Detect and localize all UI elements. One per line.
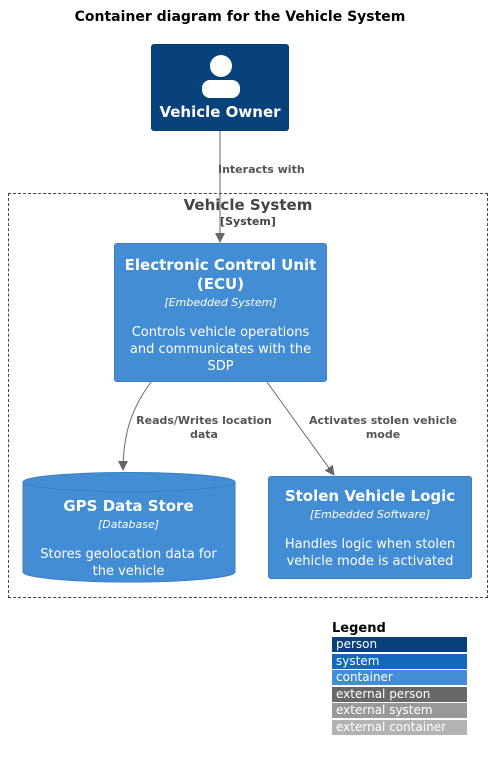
edge-label-activates-line1: Activates stolen vehicle [309,414,457,427]
gps-data-store-text: GPS Data Store [Database] Stores geoloca… [23,497,234,580]
legend-item-external-person: external person [332,686,467,702]
gps-title: GPS Data Store [63,497,194,515]
edge-ecu-to-stolen [266,381,335,476]
edge-label-reads-line2: data [190,428,218,441]
legend-title: Legend [332,621,386,636]
legend-item-external-container: external container [332,719,467,735]
person-icon [202,55,240,98]
legend-item-external-system: external system [332,703,467,718]
edge-label-reads-line1: Reads/Writes location [136,414,272,427]
boundary-name: Vehicle System [183,196,313,214]
person-name: Vehicle Owner [159,103,281,121]
stolen-type: [Embedded Software] [309,508,431,521]
gps-desc-line2: the vehicle [92,564,165,579]
container-stolen-vehicle-logic: Stolen Vehicle Logic [Embedded Software]… [268,476,472,579]
legend-item-container: container [332,670,467,685]
ecu-title-line1: Electronic Control Unit [124,256,317,274]
system-boundary [8,193,488,598]
stolen-desc-line2: vehicle mode is activated [286,554,454,569]
ecu-desc-line3: SDP [207,359,234,374]
container-gps-data-store [22,472,236,583]
legend-item-person: person [332,637,467,652]
person-vehicle-owner: Vehicle Owner [151,44,289,131]
legend-items: person system container external person … [332,637,467,735]
legend: Legend person system container external … [332,621,467,736]
ecu-desc-line1: Controls vehicle operations [131,325,310,340]
ecu-title-line2: (ECU) [196,275,245,293]
gps-type: [Database] [97,518,160,531]
edge-ecu-to-gps [118,381,152,471]
ecu-desc-line2: and communicates with the [129,342,312,357]
edge-label-interacts: Interacts with [218,163,305,176]
diagram-title: Container diagram for the Vehicle System [74,9,406,25]
boundary-type: [System] [220,215,276,228]
container-ecu: Electronic Control Unit (ECU) [Embedded … [114,243,327,382]
edge-label-reads: Reads/Writes location data [133,414,275,442]
stolen-desc-line1: Handles logic when stolen [284,537,456,552]
gps-desc-line1: Stores geolocation data for [40,547,217,562]
ecu-type: [Embedded System] [164,296,277,309]
stolen-title: Stolen Vehicle Logic [284,487,456,505]
edge-label-activates: Activates stolen vehicle mode [304,414,462,442]
legend-item-system: system [332,653,467,669]
edge-label-activates-line2: mode [365,428,401,441]
